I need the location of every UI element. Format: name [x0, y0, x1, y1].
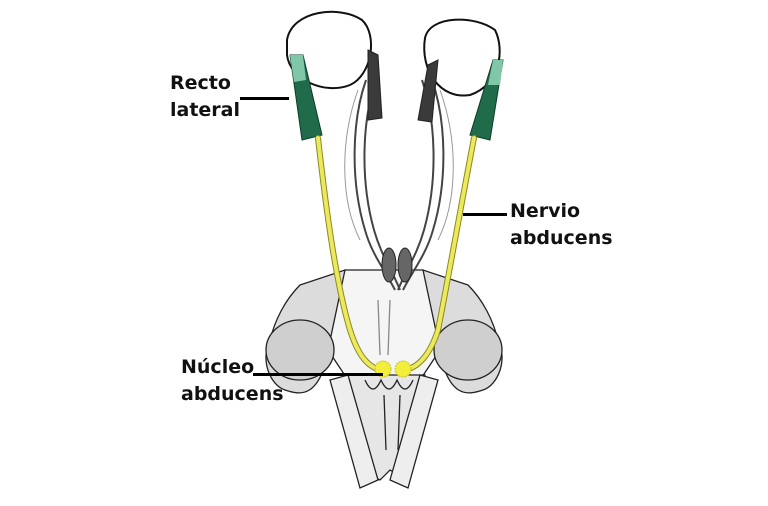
- medial-rectus-muscles: [367, 49, 439, 123]
- label-recto-lateral: Recto lateral: [170, 70, 240, 124]
- label-nervio-abducens: Nervio abducens: [510, 198, 613, 252]
- leader-line-nervio-abducens: [463, 213, 507, 216]
- lateral-rectus-muscles: [289, 54, 504, 141]
- label-line: Núcleo: [181, 356, 255, 378]
- label-line: abducens: [510, 227, 613, 249]
- eyeballs: [286, 10, 501, 97]
- label-line: Nervio: [510, 200, 581, 222]
- abducens-nerves: [315, 135, 477, 373]
- label-line: abducens: [181, 383, 284, 405]
- leader-line-recto-lateral: [240, 97, 289, 100]
- label-line: Recto: [170, 72, 231, 94]
- chiasm-bulbs: [381, 247, 413, 283]
- label-nucleo-abducens: Núcleo abducens: [181, 354, 284, 408]
- leader-line-nucleo-abducens: [253, 373, 383, 376]
- brainstem: [265, 269, 503, 489]
- label-line: lateral: [170, 99, 241, 121]
